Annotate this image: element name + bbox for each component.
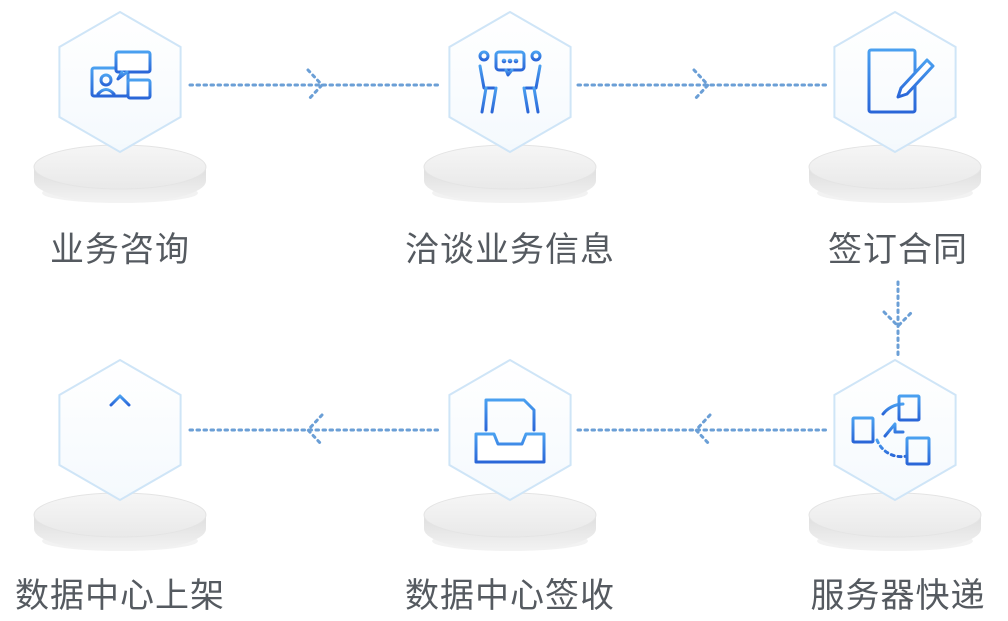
hexagon-frame-1: [58, 10, 182, 154]
pedestal-2: [423, 144, 597, 203]
step-label-4: 服务器快递: [810, 576, 986, 616]
pedestal-1: [33, 144, 207, 203]
hexagon-frame-2: [448, 10, 572, 154]
negotiation-icon: [474, 50, 546, 114]
connector-5-6: [188, 413, 442, 447]
consultation-icon: [82, 50, 152, 102]
inbox-tray-icon: [474, 398, 546, 464]
contract-icon: [867, 48, 935, 114]
server-transfer-icon: [851, 394, 931, 466]
connector-1-2: [188, 68, 442, 102]
pedestal-4: [808, 492, 982, 551]
hexagon-frame-5: [448, 358, 572, 502]
connector-4-5: [576, 413, 830, 447]
connector-2-3: [576, 68, 830, 102]
step-label-6: 数据中心上架: [15, 576, 225, 616]
pedestal-5: [423, 492, 597, 551]
pedestal-3: [808, 144, 982, 203]
step-label-2: 洽谈业务信息: [405, 230, 615, 270]
step-label-5: 数据中心签收: [405, 576, 615, 616]
connector-3-4: [882, 280, 914, 358]
rack-upload-icon: [88, 394, 152, 464]
step-label-1: 业务咨询: [50, 230, 190, 270]
step-label-3: 签订合同: [828, 230, 968, 270]
pedestal-6: [33, 492, 207, 551]
